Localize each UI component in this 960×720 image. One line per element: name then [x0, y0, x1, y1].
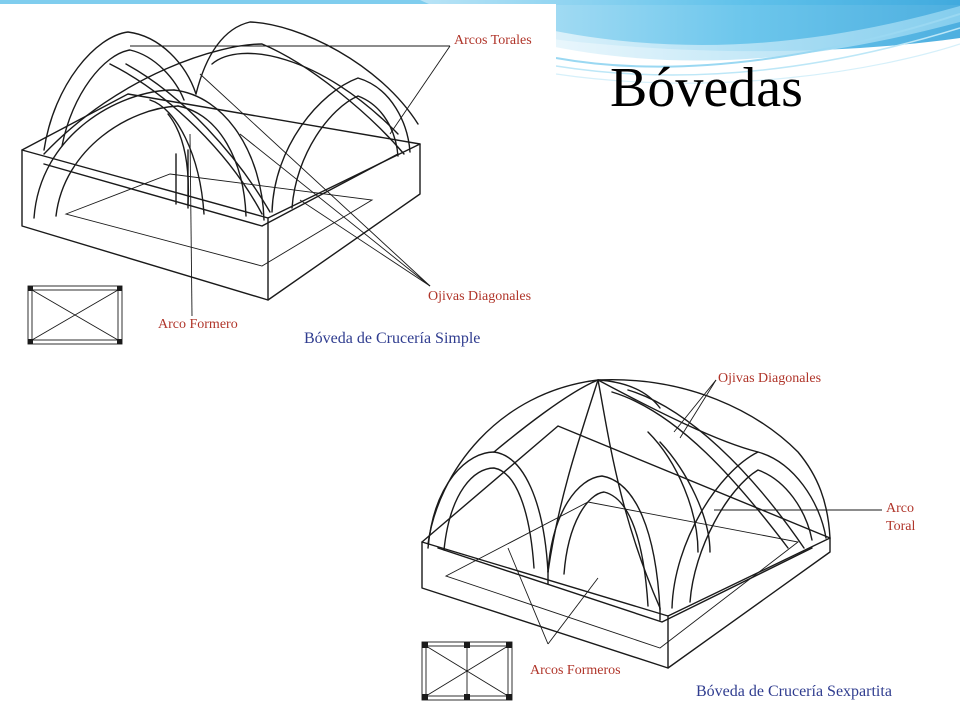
- label-arco-formero: Arco Formero: [158, 317, 238, 332]
- label-arcos-torales: Arcos Torales: [454, 33, 532, 48]
- caption-boveda-simple: Bóveda de Crucería Simple: [304, 330, 480, 347]
- caption-boveda-sexpartita: Bóveda de Crucería Sexpartita: [696, 683, 892, 700]
- boveda-cruceria-simple-diagram: Arcos Torales Ojivas Diagonales Arco For…: [0, 4, 556, 350]
- boveda-cruceria-sexpartita-diagram: Ojivas Diagonales Arco Toral Arcos Forme…: [398, 352, 960, 720]
- label-arco: Arco: [886, 501, 914, 516]
- label-arcos-formeros: Arcos Formeros: [530, 663, 621, 678]
- label-ojivas-diagonales: Ojivas Diagonales: [428, 289, 531, 304]
- slide-title: Bóvedas: [610, 57, 803, 119]
- plan-inset-sexpartita: [421, 641, 513, 701]
- label-toral: Toral: [886, 519, 915, 534]
- plan-inset-simple: [27, 285, 123, 345]
- label-ojivas-diagonales-sex: Ojivas Diagonales: [718, 371, 821, 386]
